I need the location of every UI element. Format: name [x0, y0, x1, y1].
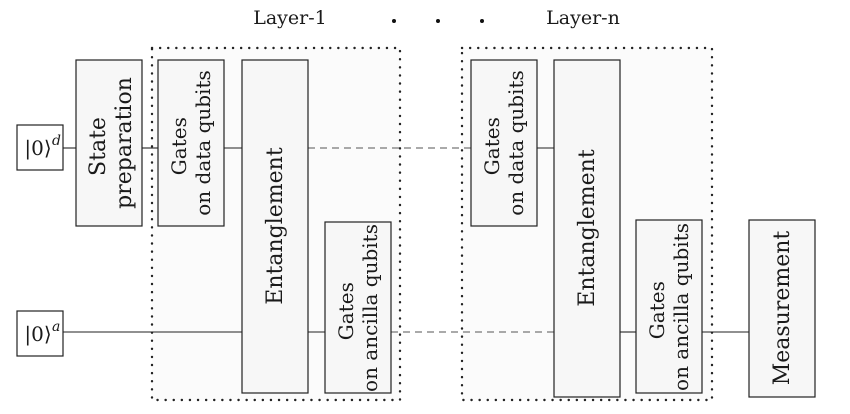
block-label-line-1: Gates — [480, 117, 504, 175]
ket-label: |0⟩ — [24, 136, 51, 161]
block-label: Entanglement — [575, 149, 600, 307]
block-label-line-2: on data qubits — [504, 70, 528, 216]
ket-label: |0⟩ — [24, 322, 51, 347]
measurement-block: Measurement — [748, 219, 816, 398]
ellipsis-dot-1 — [392, 19, 396, 23]
svg-text:Gates on data qubits: Gates on data qubits — [167, 70, 215, 216]
svg-text:Gates on ancilla qubits: Gates on ancilla qubits — [645, 223, 693, 391]
block-label-line-1: Gates — [334, 282, 358, 340]
ellipsis-dot-2 — [436, 19, 440, 23]
block-label-line-1: Gates — [645, 281, 669, 339]
ket-superscript: d — [52, 133, 61, 149]
state-preparation-block: State preparation — [75, 59, 143, 227]
ket-superscript: a — [52, 319, 60, 335]
svg-text:Gates on data qubits: Gates on data qubits — [480, 70, 528, 216]
block-label-line-1: Gates — [167, 117, 191, 175]
svg-text:|0⟩: |0⟩ — [24, 136, 51, 161]
svg-text:State preparation: State preparation — [86, 77, 137, 209]
block-label-line-2: on ancilla qubits — [669, 223, 693, 391]
ellipsis-dot-3 — [480, 19, 484, 23]
block-label-line-2: preparation — [112, 77, 137, 209]
block-label: Entanglement — [263, 147, 288, 305]
gates-data-qubits-block: Gates on data qubits — [157, 59, 225, 227]
block-label-line-2: on ancilla qubits — [358, 224, 382, 392]
layer-1-label: Layer-1 — [253, 7, 327, 29]
gates-ancilla-qubits-block: Gates on ancilla qubits — [635, 219, 703, 394]
block-label-line-1: State — [86, 117, 111, 176]
entanglement-block: Entanglement — [241, 59, 309, 394]
entanglement-block: Entanglement — [553, 59, 621, 398]
gates-ancilla-qubits-block: Gates on ancilla qubits — [324, 221, 392, 394]
layer-n-label: Layer-n — [546, 7, 620, 29]
input-ancilla-qubit: |0⟩ a — [16, 310, 64, 357]
svg-text:|0⟩: |0⟩ — [24, 322, 51, 347]
gates-data-qubits-block: Gates on data qubits — [470, 59, 538, 227]
block-label: Measurement — [770, 231, 795, 386]
input-data-qubit: |0⟩ d — [16, 124, 64, 171]
svg-text:Gates on ancilla qubits: Gates on ancilla qubits — [334, 224, 382, 392]
block-label-line-2: on data qubits — [191, 70, 215, 216]
